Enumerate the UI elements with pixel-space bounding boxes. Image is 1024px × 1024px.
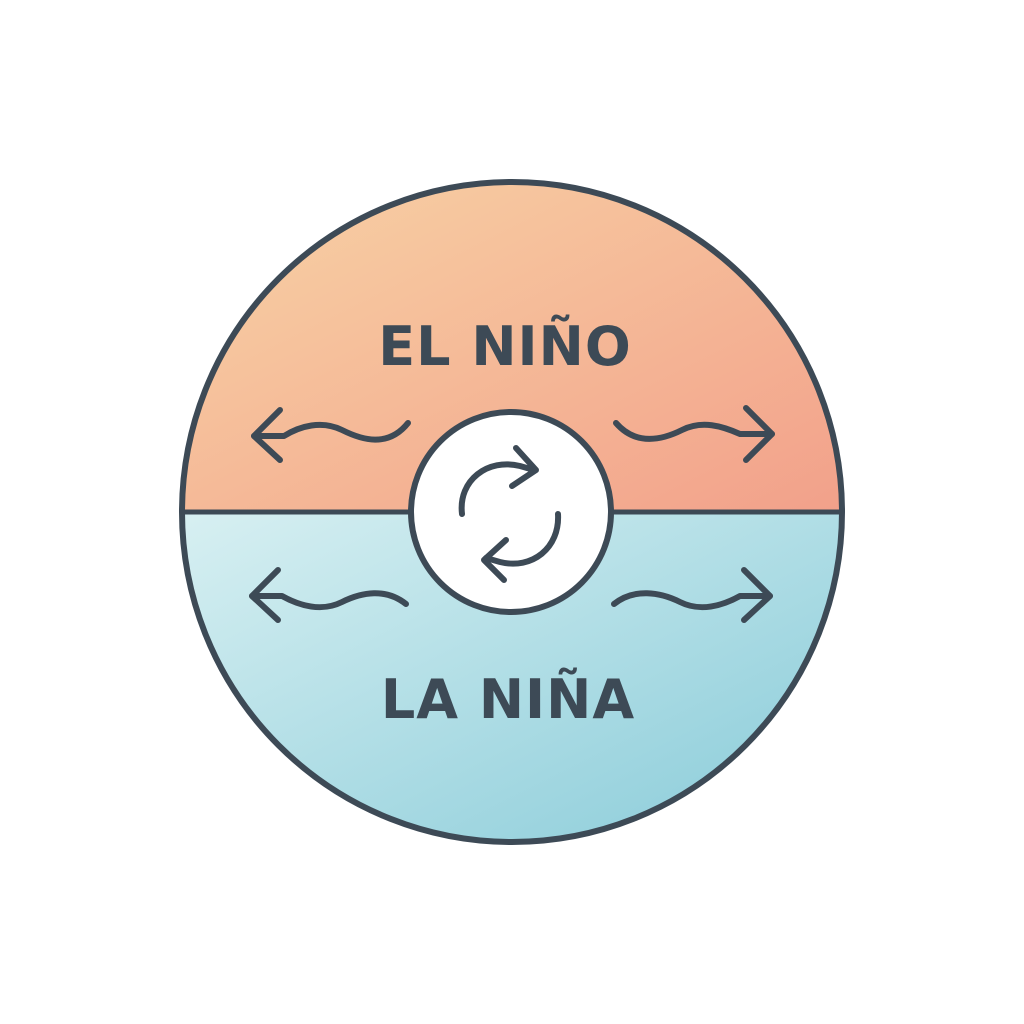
wavy-arrow-icon [251, 407, 411, 463]
el-nino-label: EL NIÑO [378, 315, 631, 378]
outer-circle [179, 179, 845, 845]
la-nina-label: LA NIÑA [381, 668, 635, 731]
wavy-arrow-icon [613, 405, 775, 463]
cycle-refresh-icon [458, 445, 562, 583]
center-circle [408, 409, 614, 615]
wavy-arrow-icon [249, 567, 409, 623]
wavy-arrow-icon [611, 567, 773, 623]
